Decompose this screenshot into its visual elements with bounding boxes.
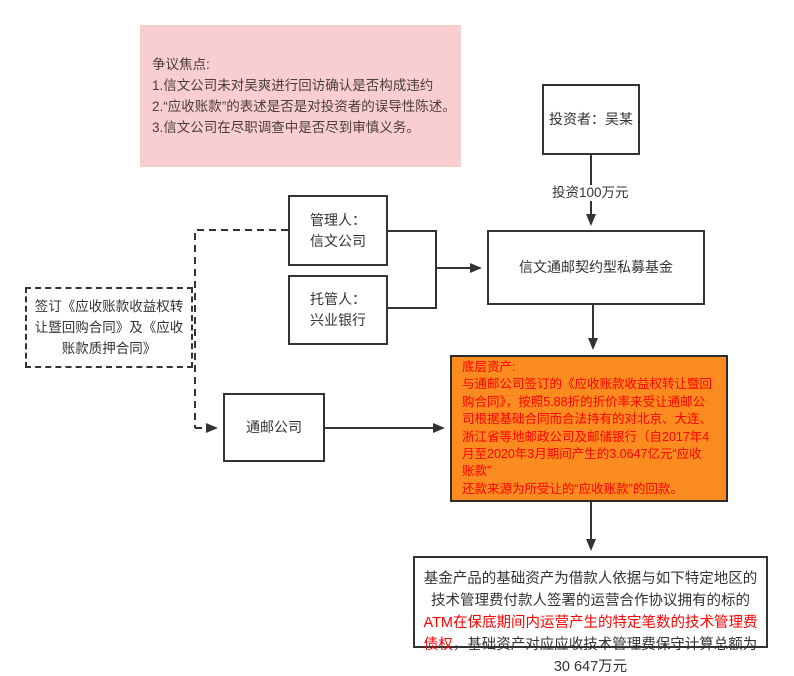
sign-contract-line-1: 签订《应收账款收益权转 bbox=[34, 299, 184, 314]
underlying-asset-line-1: 与通邮公司签订的《应收账款收益权转让暨回 bbox=[462, 377, 713, 392]
investor-label: 投资者：吴某 bbox=[549, 111, 633, 127]
underlying-asset-line-5: 月至2020年3月期间产生的3.0647亿元“应收 bbox=[462, 446, 702, 461]
connector-manager-custodian-bracket bbox=[388, 230, 437, 309]
custodian-name-label: 兴业银行 bbox=[310, 312, 366, 328]
dispute-focus-title: 争议焦点: bbox=[152, 57, 210, 72]
fund-label: 信文通邮契约型私募基金 bbox=[519, 259, 673, 275]
dashed-connector-contract bbox=[194, 229, 288, 428]
custodian-role-label: 托管人： bbox=[310, 291, 366, 307]
underlying-asset-line-2: 购合同》，按照5.88折的折价率来受让通邮公 bbox=[462, 394, 706, 409]
node-fund: 信文通邮契约型私募基金 bbox=[487, 230, 705, 305]
summary-text-black-2: ，基础资产对应应收技术管理费保守计算总额为30 647万元 bbox=[452, 637, 758, 675]
investment-amount-label: 投资100万元 bbox=[550, 185, 631, 201]
node-base-asset-summary: 基金产品的基础资产为借款人依据与如下特定地区的技术管理费付款人签署的运营合作协议… bbox=[413, 556, 768, 675]
manager-name-label: 信文公司 bbox=[310, 232, 366, 249]
node-manager: 管理人： 信文公司 bbox=[288, 195, 388, 266]
underlying-asset-title: 底层资产: bbox=[462, 359, 516, 374]
node-tongyou-company: 通邮公司 bbox=[223, 393, 325, 462]
node-underlying-asset: 底层资产: 与通邮公司签订的《应收账款收益权转让暨回 购合同》，按照5.88折的… bbox=[450, 355, 728, 502]
manager-role-label: 管理人： bbox=[310, 211, 366, 228]
tongyou-label: 通邮公司 bbox=[246, 419, 302, 435]
node-sign-contract: 签订《应收账款收益权转 让暨回购合同》及《应收 账款质押合同》 bbox=[25, 287, 193, 368]
dispute-item-3: 3.信文公司在尽职调查中是否尽到审慎义务。 bbox=[152, 120, 420, 135]
sign-contract-line-2: 让暨回购合同》及《应收 bbox=[34, 320, 184, 335]
summary-text-red: ATM在保底期间内运营产生的特定笔数的技术管理费债权 bbox=[423, 615, 758, 653]
dispute-item-1: 1.信文公司未对吴爽进行回访确认是否构成违约 bbox=[152, 78, 434, 93]
underlying-asset-line-6: 账款” bbox=[462, 464, 492, 479]
node-custodian: 托管人： 兴业银行 bbox=[288, 275, 388, 345]
underlying-asset-line-4: 浙江省等地邮政公司及邮储银行（自2017年4 bbox=[462, 429, 710, 444]
underlying-asset-line-7: 还款来源为所受让的“应收账款”的回款。 bbox=[462, 481, 683, 496]
dispute-focus-note: 争议焦点: 1.信文公司未对吴爽进行回访确认是否构成违约 2.“应收账款”的表述… bbox=[140, 25, 461, 167]
underlying-asset-line-3: 司根据基础合同而合法持有的对北京、大连、 bbox=[462, 412, 713, 427]
summary-text-black-1: 基金产品的基础资产为借款人依据与如下特定地区的技术管理费付款人签署的运营合作协议… bbox=[423, 571, 758, 609]
node-investor: 投资者：吴某 bbox=[542, 84, 640, 155]
sign-contract-line-3: 账款质押合同》 bbox=[61, 341, 157, 356]
dispute-item-2: 2.“应收账款”的表述是否是对投资者的误导性陈述。 bbox=[152, 99, 456, 114]
